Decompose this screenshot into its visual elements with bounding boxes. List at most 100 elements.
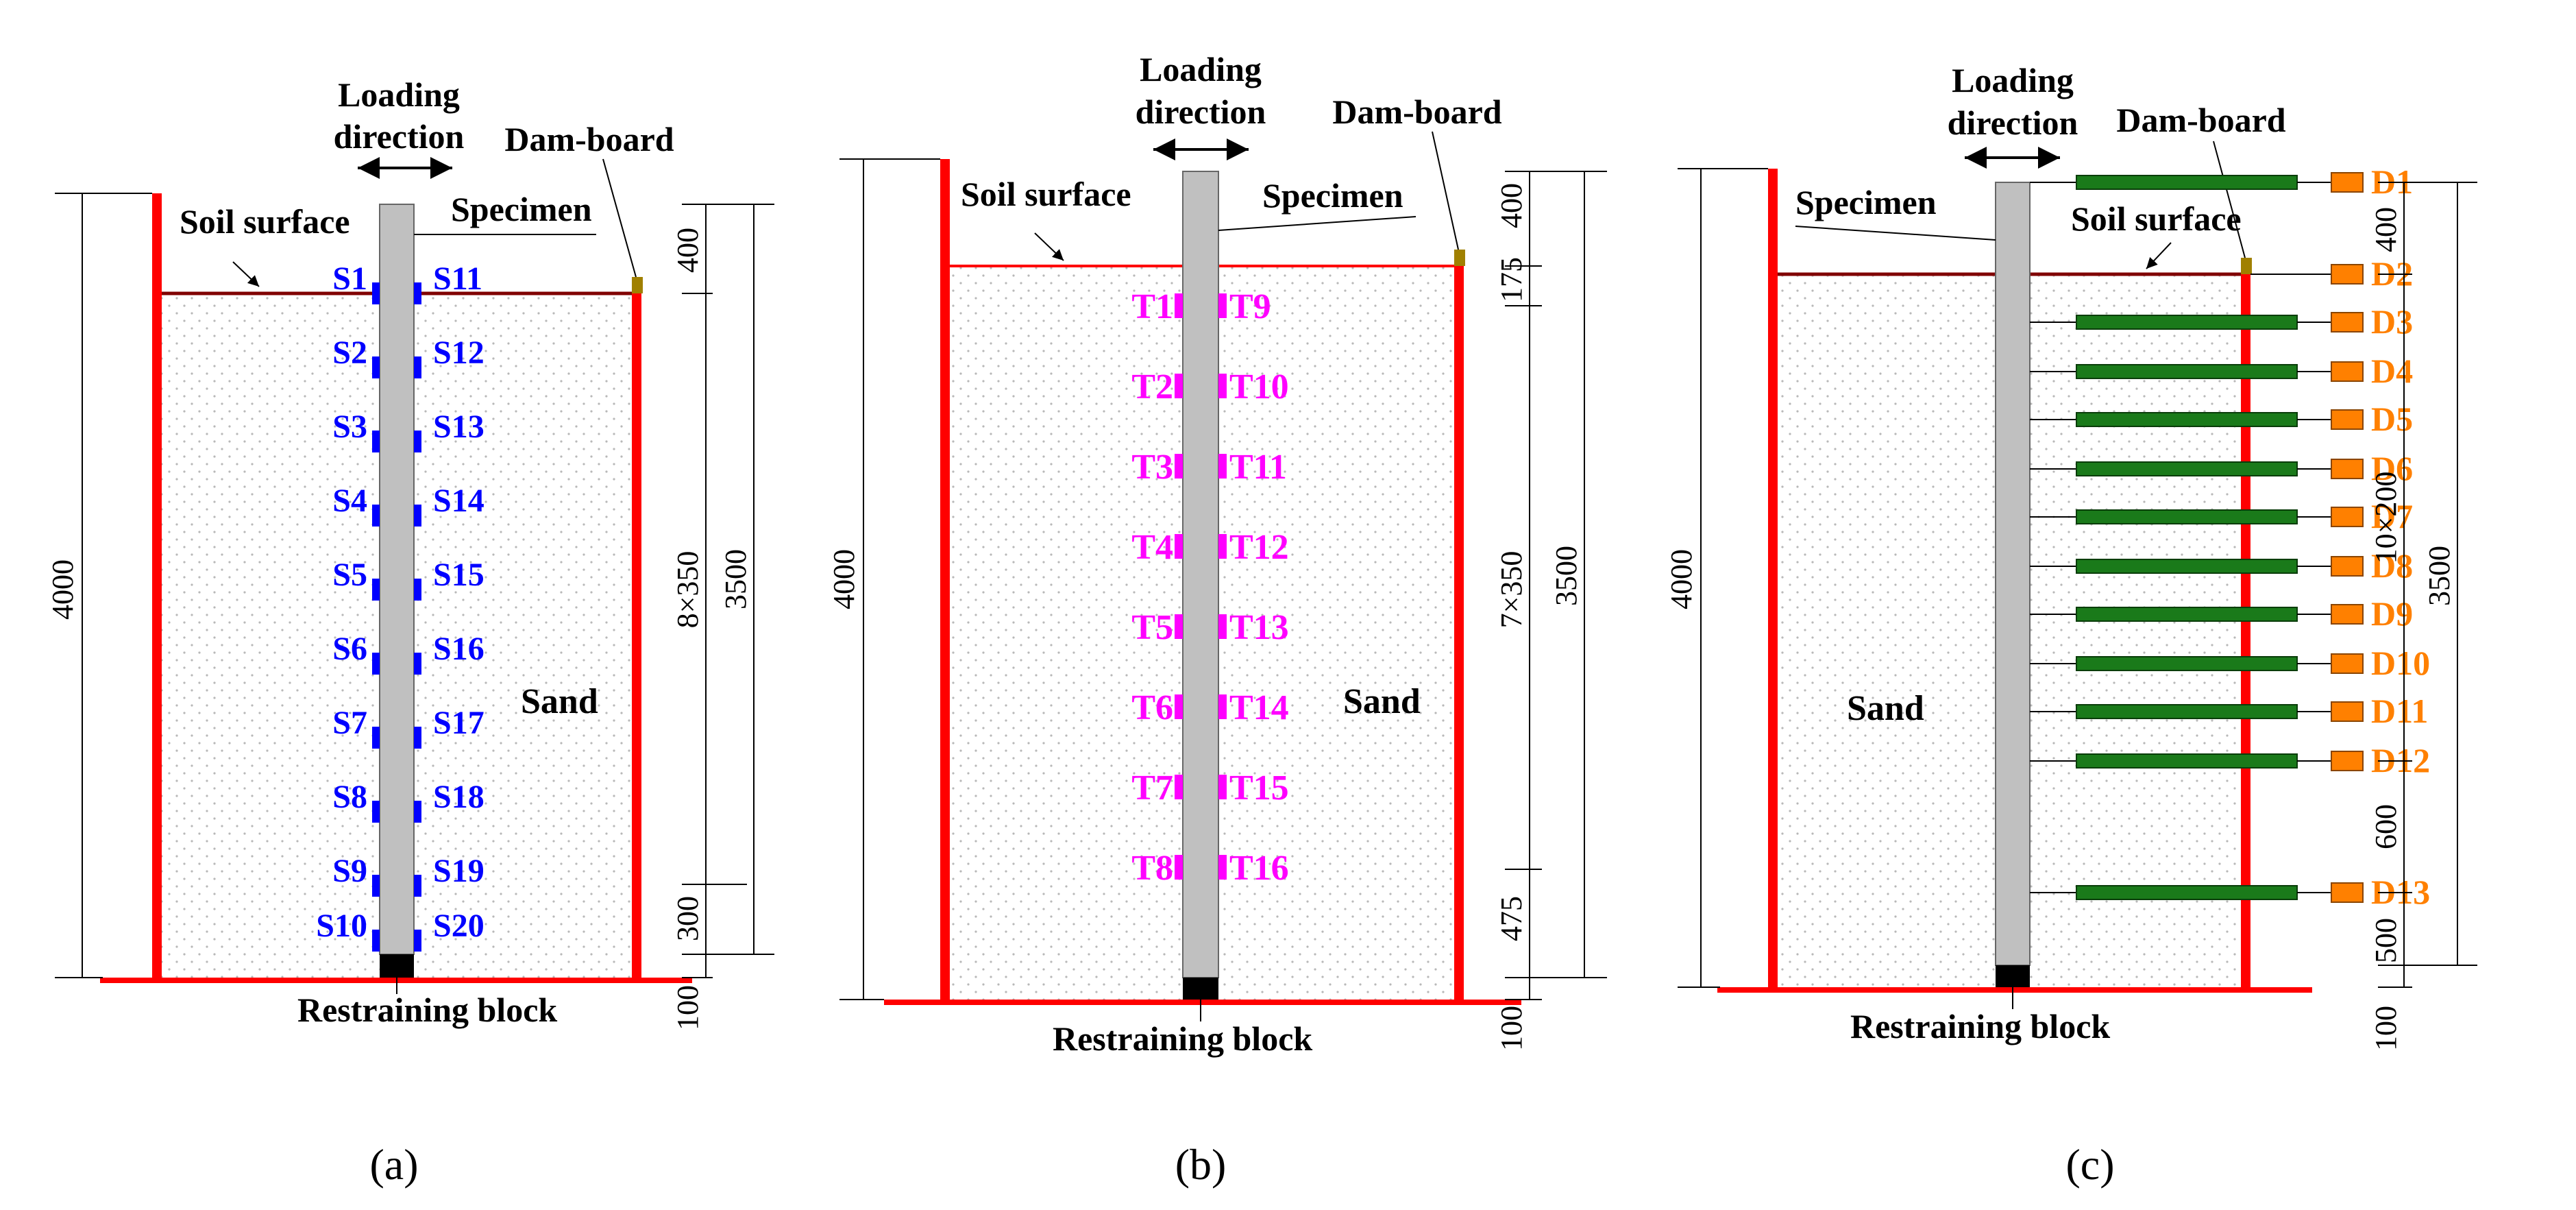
sand-label: Sand [521, 682, 598, 721]
lvdt-rod [2076, 704, 2298, 719]
base-plate [884, 1000, 1521, 1005]
specimen-leader [1218, 216, 1416, 231]
dim-middle: 8×350 [671, 551, 704, 629]
dim-top2: 175 [1495, 257, 1528, 302]
dim-base: 100 [2369, 1006, 2403, 1051]
soil-surface-leader [2146, 242, 2172, 269]
dim-top: 400 [1495, 183, 1528, 228]
pressure-cell-right [1218, 855, 1227, 880]
strain-gauge-left [372, 801, 380, 823]
strain-gauge-left [372, 505, 380, 527]
sensor-label: S1 [332, 261, 367, 297]
strain-gauge-right [414, 356, 421, 378]
sensor-label: D8 [2371, 546, 2413, 585]
sensor-label: T3 [1131, 448, 1173, 487]
damboard-label: Dam-board [1332, 93, 1501, 131]
strain-gauge-right [414, 431, 421, 452]
dim-bottom: 500 [2369, 918, 2403, 963]
lvdt-body [2331, 264, 2364, 285]
sensor-label: S13 [433, 409, 484, 445]
strain-gauge-left [372, 282, 380, 304]
lvdt-rod [2076, 412, 2298, 427]
specimen-label: Specimen [451, 190, 592, 228]
panel-caption: (c) [2065, 1140, 2114, 1189]
lvdt-rod [2076, 885, 2298, 900]
pressure-cell-right [1218, 293, 1227, 318]
strain-gauge-right [414, 801, 421, 823]
sensor-label: D11 [2371, 692, 2428, 730]
sensor-label: T14 [1229, 688, 1289, 727]
lvdt-rod [2076, 607, 2298, 622]
panel-c: Loading direction Dam-board Soil surface… [1665, 61, 2477, 1189]
sensor-label: T13 [1229, 608, 1289, 647]
lvdt-body [2331, 172, 2364, 193]
right-wall [2241, 274, 2250, 993]
strain-gauge-left [372, 653, 380, 675]
sensor-label: D4 [2371, 352, 2413, 390]
sensor-label: S3 [332, 409, 367, 445]
sensor-label: T1 [1131, 287, 1173, 326]
lvdt-rod [2076, 364, 2298, 379]
lvdt-rod [2076, 656, 2298, 671]
pressure-cell-left [1175, 293, 1183, 318]
panel-a: Loading direction Dam-board Soil surface… [46, 75, 774, 1189]
sensor-label: T9 [1229, 287, 1271, 326]
dim-base: 100 [671, 985, 704, 1030]
loading-label-line1: Loading [1140, 50, 1262, 88]
pressure-cell-left [1175, 775, 1183, 799]
dimensions-b [839, 158, 1607, 1000]
sensor-label: T6 [1131, 688, 1173, 727]
dim-top: 400 [671, 228, 704, 273]
loading-label-line1: Loading [338, 75, 460, 114]
loading-label-line2: direction [1948, 104, 2078, 142]
pressure-cell-left [1175, 855, 1183, 880]
damboard-leader [602, 158, 637, 278]
sensor-label: S20 [433, 908, 484, 944]
damboard-leader [2213, 141, 2246, 258]
lvdt-body [2331, 459, 2364, 479]
lvdt-body [2331, 751, 2364, 771]
pressure-cell-right [1218, 454, 1227, 479]
dim-tank: 3500 [2422, 546, 2456, 606]
sensor-label: S11 [433, 261, 482, 297]
sensor-label: S17 [433, 705, 484, 741]
soil-surface-leader [1034, 232, 1064, 261]
specimen-leader [1795, 226, 1996, 241]
specimen-pile [379, 204, 415, 955]
dim-middle: 7×350 [1495, 551, 1528, 629]
strain-gauge-right [414, 875, 421, 897]
sensor-label: T16 [1229, 849, 1289, 888]
strain-gauge-right [414, 727, 421, 749]
strain-gauge-left [372, 431, 380, 452]
sensor-label: S18 [433, 779, 484, 815]
lvdt-body [2331, 653, 2364, 674]
left-wall [152, 193, 162, 983]
sensor-label: S8 [332, 779, 367, 815]
dim-total: 4000 [46, 559, 79, 620]
dim-middle: 10×200 [2369, 472, 2403, 564]
loading-label-line1: Loading [1952, 61, 2074, 99]
dim-top: 400 [2369, 207, 2403, 252]
restraining-label: Restraining block [1053, 1019, 1312, 1058]
dim-base: 100 [1495, 1006, 1528, 1051]
sensor-label: S19 [433, 853, 484, 889]
lvdt-body [2331, 882, 2364, 903]
left-wall [940, 159, 950, 1005]
damboard-label: Dam-board [504, 120, 674, 158]
lvdt-body [2331, 556, 2364, 577]
sensor-label: T10 [1229, 367, 1289, 407]
lvdt-body [2331, 312, 2364, 332]
dam-board [632, 277, 643, 293]
pressure-cell-right [1218, 374, 1227, 398]
strain-gauge-left [372, 875, 380, 897]
damboard-leader [1432, 131, 1459, 250]
strain-gauge-right [414, 579, 421, 601]
sensor-label: S5 [332, 557, 367, 593]
specimen-label: Specimen [1795, 183, 1937, 221]
lvdt-rod [2076, 509, 2298, 524]
soil-surface-label: Soil surface [2071, 199, 2242, 238]
restraining-block [380, 954, 414, 978]
sensor-label: T15 [1229, 769, 1289, 808]
dim-bottom: 300 [671, 896, 704, 941]
